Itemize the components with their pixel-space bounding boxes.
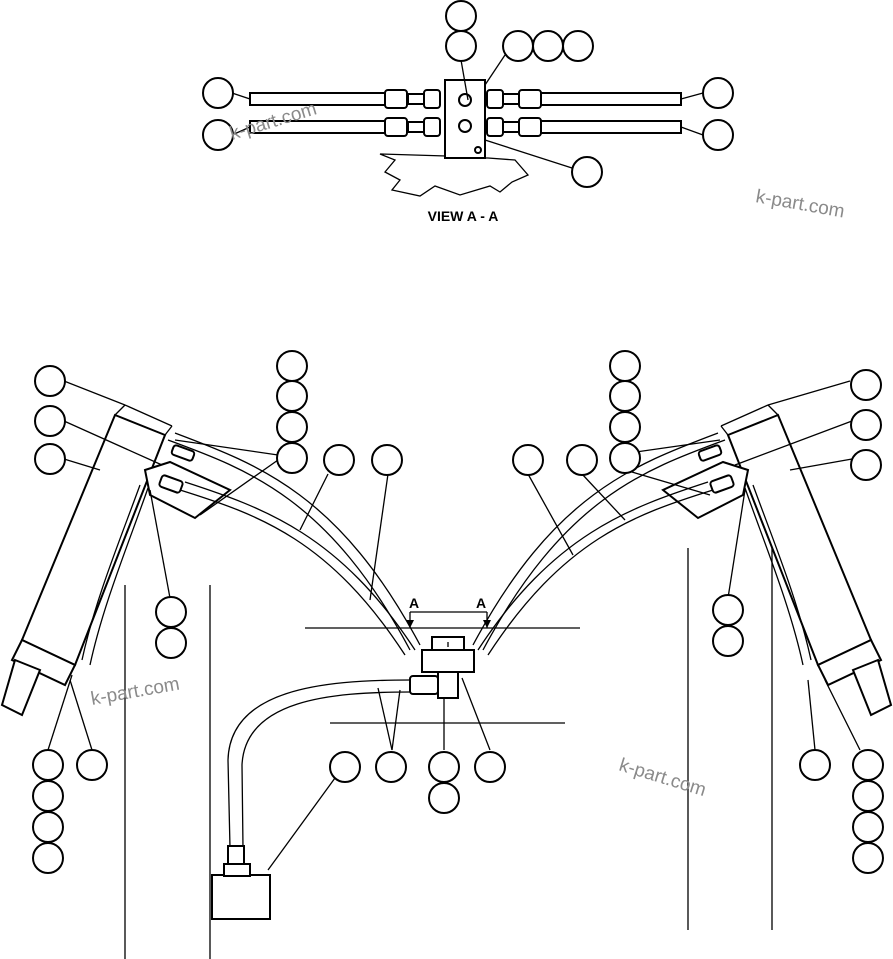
callout-bubble — [276, 380, 308, 412]
callout-bubble — [323, 444, 355, 476]
section-marker-a-a — [406, 611, 491, 628]
callout-bubble — [276, 350, 308, 382]
callout-bubble — [32, 842, 64, 874]
steering-hoses — [158, 432, 735, 656]
callout-bubble — [474, 751, 506, 783]
callout-bubble — [532, 30, 564, 62]
callout-bubble — [371, 444, 403, 476]
callout-bubble — [32, 811, 64, 843]
callout-bubble — [609, 442, 641, 474]
callout-bubble — [852, 811, 884, 843]
watermark: k-part.com — [617, 755, 709, 801]
callout-bubble — [566, 444, 598, 476]
callout-bubbles — [32, 0, 884, 874]
callout-bubble — [562, 30, 594, 62]
callout-bubble — [445, 0, 477, 32]
right-steering-cylinder — [661, 404, 893, 717]
pump — [211, 874, 271, 920]
callout-bubble — [32, 749, 64, 781]
callout-bubble — [712, 594, 744, 626]
callout-bubble — [34, 443, 66, 475]
callout-bubble — [571, 156, 603, 188]
section-marker-right: A — [476, 595, 486, 611]
callout-bubble — [428, 782, 460, 814]
callout-bubble — [32, 780, 64, 812]
callout-bubble — [375, 751, 407, 783]
callout-bubble — [609, 411, 641, 443]
callout-bubble — [202, 77, 234, 109]
callout-bubble — [702, 119, 734, 151]
callout-bubble — [850, 369, 882, 401]
callout-bubble — [34, 405, 66, 437]
callout-bubble — [852, 749, 884, 781]
callout-bubble — [712, 625, 744, 657]
callout-bubble — [852, 842, 884, 874]
callout-bubble — [202, 119, 234, 151]
callout-bubble — [702, 77, 734, 109]
callout-bubble — [329, 751, 361, 783]
watermark: k-part.com — [89, 674, 181, 710]
callout-bubble — [799, 749, 831, 781]
callout-bubble — [512, 444, 544, 476]
view-title: VIEW A - A — [428, 208, 499, 224]
callout-bubble — [428, 751, 460, 783]
callout-bubble — [609, 350, 641, 382]
leader-lines — [47, 380, 861, 871]
frame-rails — [124, 548, 773, 959]
callout-bubble — [609, 380, 641, 412]
callout-bubble — [276, 411, 308, 443]
callout-bubble — [852, 780, 884, 812]
callout-bubble — [850, 409, 882, 441]
callout-bubble — [276, 442, 308, 474]
callout-bubble — [76, 749, 108, 781]
callout-bubble — [155, 596, 187, 628]
callout-bubble — [445, 30, 477, 62]
callout-bubble — [502, 30, 534, 62]
watermark: k-part.com — [754, 186, 846, 222]
section-marker-left: A — [409, 595, 419, 611]
central-valve — [409, 636, 475, 699]
supply-hose — [211, 679, 411, 920]
callout-bubble — [34, 365, 66, 397]
callout-bubble — [850, 449, 882, 481]
view-a-a-detail — [231, 54, 704, 197]
callout-bubble — [155, 627, 187, 659]
